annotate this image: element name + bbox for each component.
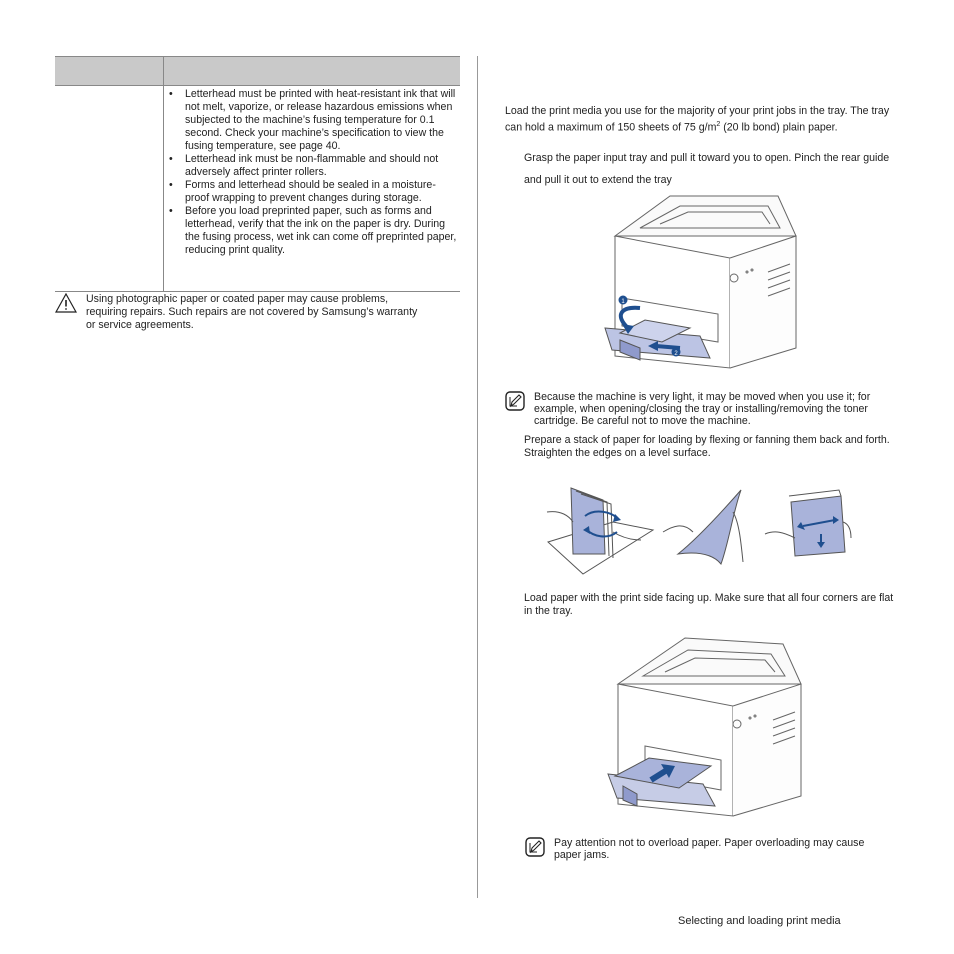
marker-2-label: 2 [674, 351, 678, 357]
table-column-divider [163, 57, 164, 85]
table-header [55, 56, 460, 86]
note-1-text: Because the machine is very light, it ma… [534, 391, 871, 427]
step-2-text: Prepare a stack of paper for loading by … [524, 434, 890, 459]
list-item: Letterhead must be printed with heat-res… [167, 88, 457, 153]
printer-open-tray-figure: 1 2 [604, 195, 797, 369]
fanning-paper-figure [546, 487, 852, 575]
note-pencil-icon [525, 837, 545, 860]
step-3-text: Load paper with the print side facing up… [524, 592, 894, 617]
note-2-text: Pay attention not to overload paper. Pap… [554, 837, 865, 861]
column-divider [477, 56, 478, 898]
printer-loaded-figure [607, 637, 802, 817]
list-item: Before you load preprinted paper, such a… [167, 205, 457, 257]
marker-1-label: 1 [621, 299, 625, 305]
page-footer: Selecting and loading print media [678, 915, 841, 927]
list-item: Forms and letterhead should be sealed in… [167, 179, 457, 205]
intro-sup: 2 [716, 121, 721, 128]
marker-1-icon [618, 295, 628, 305]
list-item: Letterhead ink must be non-flammable and… [167, 153, 457, 179]
table-column-divider [163, 84, 164, 291]
bullet-list: Letterhead must be printed with heat-res… [167, 88, 457, 257]
note-pencil-icon [505, 391, 525, 414]
table-body: Letterhead must be printed with heat-res… [55, 84, 460, 292]
marker-2-icon [671, 347, 681, 357]
intro-paragraph: Load the print media you use for the maj… [505, 104, 905, 135]
caution-text: Using photographic paper or coated paper… [86, 293, 418, 331]
intro-text-b: (20 lb bond) plain paper. [720, 121, 838, 134]
intro-text-a: Load the print media you use for the maj… [505, 105, 890, 134]
caution-triangle-icon [54, 292, 78, 316]
step-1-text: Grasp the paper input tray and pull it t… [524, 152, 890, 186]
